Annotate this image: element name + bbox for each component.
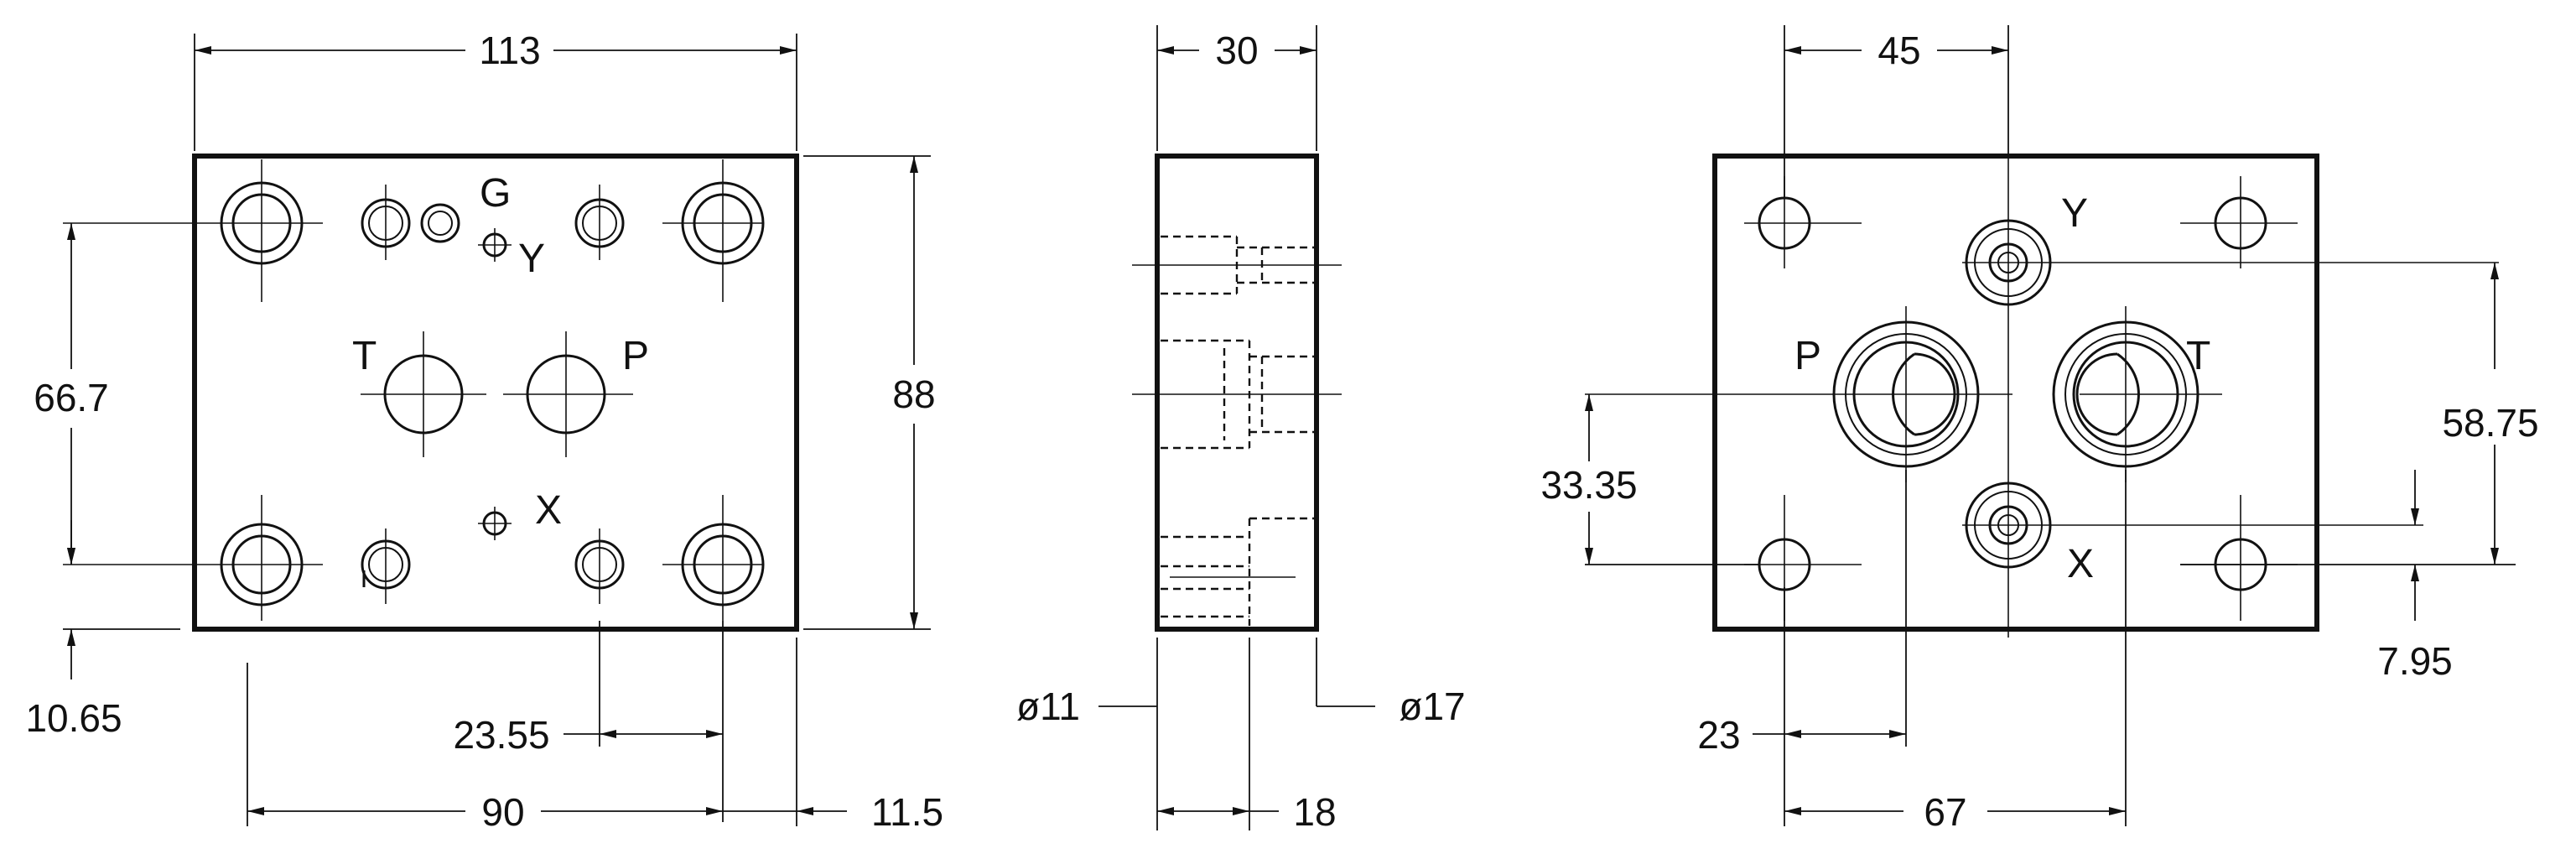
rear-x-pilot-port [1965,482,2052,569]
rear-label-y: Y [2061,191,2088,236]
front-bolt-hole-br [681,523,765,607]
side-view: 30 18 ø11 ø17 [1016,25,1466,834]
side-hidden-middle-port [1161,339,1315,450]
side-hidden-upper-port [1161,235,1315,295]
side-dim-thickness: 30 [1156,25,1317,151]
front-dim-bolt-horizontal-text: 90 [481,790,524,834]
front-dim-right-offset-text: 11.5 [871,790,943,834]
front-view: G Y T P X 113 88 66.7 [25,29,943,834]
rear-bolt-hole-tr [2214,196,2267,250]
rear-view: Y X P T 45 58.75 33.35 [1540,25,2539,834]
side-centerlines [1132,264,1342,578]
side-dim-large-diameter-text: ø17 [1399,685,1465,728]
rear-dim-t-horizontal-text: 67 [1924,790,1966,834]
front-dim-bolt-vertical-text: 66.7 [34,376,109,419]
front-label-g: G [480,171,511,216]
front-y-pilot-hole [482,232,507,258]
rear-dim-x-vertical: 7.95 [2377,470,2453,683]
front-dim-height: 88 [803,155,936,630]
side-dim-small-diameter-text: ø11 [1016,685,1080,728]
rear-label-x: X [2067,542,2094,586]
rear-y-pilot-port [1965,219,2052,306]
front-dim-width: 113 [194,29,797,151]
front-small-hole-1 [361,198,411,248]
rear-dim-x-vertical-text: 7.95 [2377,639,2453,683]
rear-label-t: T [2186,334,2210,378]
side-hidden-lower-bore [1161,517,1315,626]
front-dim-bolt-vertical: 66.7 [34,223,109,565]
front-label-y: Y [518,237,545,281]
front-dim-x-offset-text: 23.55 [453,713,549,757]
front-plate-outline [192,154,799,632]
front-dim-bottom-offset-text: 10.65 [25,696,122,740]
front-dim-width-text: 113 [479,29,540,72]
front-small-hole-2 [574,198,625,248]
rear-dim-p-vertical-text: 33.35 [1540,463,1637,507]
rear-dim-p-horizontal: 23 [1697,470,1907,826]
front-label-p: P [622,334,649,378]
side-dim-large-diameter: ø17 [1316,638,1466,728]
front-label-t: T [352,334,377,378]
rear-dim-y-offset: 45 [1784,25,2009,198]
front-g-port [420,203,460,243]
rear-dim-y-offset-text: 45 [1877,29,1920,72]
rear-dim-p-horizontal-text: 23 [1697,713,1740,757]
front-dim-right-offset: 11.5 [723,638,943,834]
rear-plate-outline [1712,154,2319,632]
rear-port-t [2052,320,2199,468]
front-bolt-hole-tl [220,181,304,265]
front-x-pilot-hole [482,511,507,536]
front-port-p [526,354,606,435]
front-dim-bottom-offset: 10.65 [25,520,180,740]
front-port-t [383,354,464,435]
rear-dim-t-vertical-text: 58.75 [2442,401,2538,445]
side-dim-thickness-text: 30 [1215,29,1258,72]
rear-dim-t-vertical: 58.75 [2180,263,2539,565]
rear-dim-t-horizontal: 67 [1784,470,2127,834]
front-dim-height-text: 88 [892,372,935,416]
front-centerlines [63,159,763,621]
side-dim-small-diameter: ø11 [1016,685,1157,728]
side-dim-depth: 18 [1156,638,1337,834]
side-plate-outline [1155,154,1319,632]
rear-dim-p-vertical: 33.35 [1540,394,1759,565]
front-bolt-hole-bl [220,523,304,607]
front-bolt-hole-tr [681,181,765,265]
front-small-hole-4 [574,539,625,590]
rear-centerlines [1585,155,2499,638]
side-dim-depth-text: 18 [1293,790,1336,834]
rear-port-p [1832,320,1980,468]
front-label-x: X [535,488,562,533]
front-small-hole-3 [361,539,411,590]
front-dim-bolt-horizontal: 90 [247,663,723,834]
rear-label-p: P [1794,334,1821,378]
front-dim-x-offset: 23.55 [453,621,724,822]
